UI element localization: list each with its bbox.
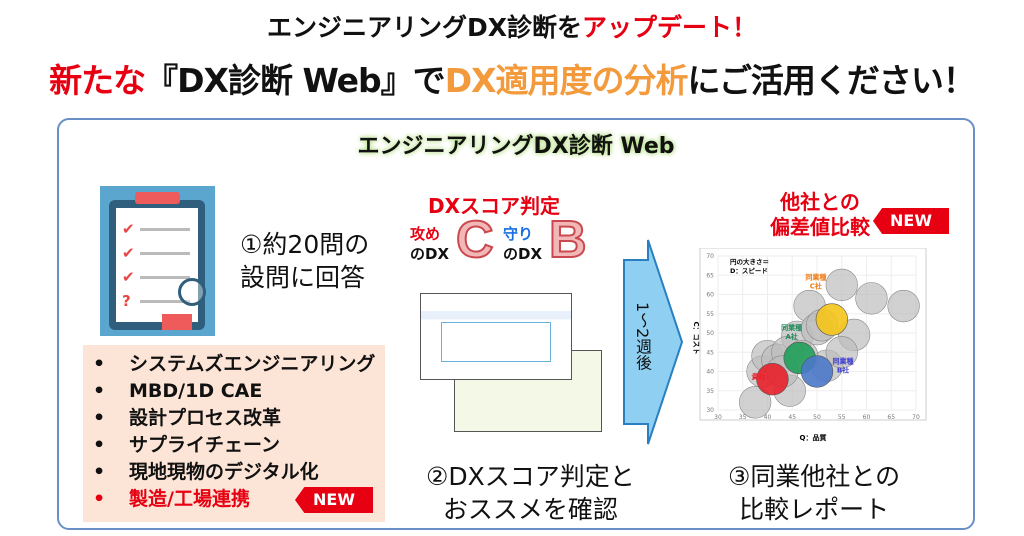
bubble-other bbox=[887, 289, 920, 323]
step3-text: ③同業他社との比較レポート bbox=[728, 460, 900, 526]
headline-cta: にご活用ください！ bbox=[687, 61, 976, 100]
headline-line1: エンジニアリングDX診断をアップデート！ bbox=[0, 8, 1024, 44]
compare-title: 他社との偏差値比較 bbox=[770, 190, 870, 240]
topic-item: MBD/1D CAE bbox=[83, 378, 385, 405]
y-tick-label: 45 bbox=[706, 349, 714, 356]
headline-new: 新たな bbox=[49, 61, 146, 100]
bubble-label: 貴社 bbox=[751, 372, 765, 381]
bubble-label: B社 bbox=[837, 366, 849, 375]
x-tick-label: 40 bbox=[764, 414, 772, 421]
x-tick-label: 55 bbox=[838, 414, 846, 421]
clipboard-icon: ✔ ✔ ✔ ? bbox=[100, 186, 215, 336]
x-tick-label: 35 bbox=[739, 414, 747, 421]
step3-line1: ③同業他社との bbox=[728, 462, 901, 491]
x-tick-label: 50 bbox=[813, 414, 821, 421]
y-tick-label: 50 bbox=[706, 330, 714, 337]
y-tick-label: 35 bbox=[706, 388, 714, 395]
bubble-other bbox=[825, 268, 858, 302]
bubble-貴社 bbox=[756, 363, 789, 396]
x-tick-label: 60 bbox=[863, 414, 871, 421]
y-tick-label: 30 bbox=[706, 407, 714, 414]
topic-item-new: 製造/工場連携 bbox=[83, 486, 385, 513]
bubble-label: 同業種 bbox=[833, 357, 854, 366]
score-title: DXスコア判定 bbox=[428, 194, 561, 218]
offense-grade: C bbox=[455, 210, 495, 270]
topic-item: 設計プロセス改革 bbox=[83, 405, 385, 432]
step1-line2: 設問に回答 bbox=[240, 263, 366, 292]
headline-text: エンジニアリングDX診断を bbox=[266, 13, 582, 42]
topic-item: システムズエンジニアリング bbox=[83, 351, 385, 378]
bubble-label: 同業種 bbox=[805, 273, 826, 282]
x-axis-label: Q：品質 bbox=[800, 433, 827, 442]
size-note: D：スピード bbox=[730, 266, 768, 275]
y-tick-label: 60 bbox=[706, 292, 714, 299]
step1-line1: ①約20問の bbox=[240, 230, 370, 259]
panel-title: エンジニアリングDX診断 Web bbox=[357, 134, 675, 159]
topic-list: システムズエンジニアリング MBD/1D CAE 設計プロセス改革 サプライチェ… bbox=[83, 345, 385, 522]
y-tick-label: 40 bbox=[706, 369, 714, 376]
briefcase-icon bbox=[162, 314, 192, 330]
bubble-other bbox=[825, 336, 858, 369]
dx-text: のDX bbox=[503, 245, 543, 263]
defense-grade: B bbox=[548, 210, 588, 270]
y-tick-label: 55 bbox=[706, 311, 714, 318]
y-tick-label: 70 bbox=[706, 253, 714, 260]
new-badge: NEW bbox=[873, 208, 949, 234]
dx-text: のDX bbox=[410, 245, 450, 263]
x-tick-label: 30 bbox=[714, 414, 722, 421]
step2-text: ②DXスコア判定とおススメを確認 bbox=[426, 460, 635, 526]
bubble-other bbox=[855, 282, 888, 315]
x-tick-label: 65 bbox=[887, 414, 895, 421]
step2-line1: ②DXスコア判定と bbox=[426, 462, 635, 491]
step2-line2: おススメを確認 bbox=[442, 495, 618, 524]
x-tick-label: 45 bbox=[788, 414, 796, 421]
defense-label: 守りのDX bbox=[503, 224, 542, 264]
bubble-同業種B社 bbox=[800, 355, 834, 388]
y-tick-label: 65 bbox=[706, 272, 714, 279]
y-axis-label: C：コスト bbox=[692, 321, 700, 354]
headline-product: 『DX診断 Web』で bbox=[145, 61, 446, 100]
defense-text: 守り bbox=[503, 225, 534, 243]
headline-analysis: DX適用度の分析 bbox=[444, 61, 689, 100]
bubble-同業種C社 bbox=[815, 303, 848, 336]
x-tick-label: 70 bbox=[912, 414, 920, 421]
arrow-text: 1〜2週後 bbox=[633, 302, 652, 371]
headline-line2: 新たな『DX診断 Web』でDX適用度の分析にご活用ください！ bbox=[0, 54, 1024, 102]
step3-line2: 比較レポート bbox=[739, 495, 890, 524]
arrow-icon bbox=[623, 239, 684, 445]
bubble-other bbox=[738, 386, 772, 419]
bubble-chart: 30 35 40 45 50 55 60 65 70 30 35 40 45 50 55 60 65 70 貴社 同業… bbox=[692, 248, 927, 442]
magnifier-icon bbox=[178, 278, 206, 306]
new-badge: NEW bbox=[295, 487, 373, 513]
bubble-label: 同業種 bbox=[781, 323, 802, 332]
step1-text: ①約20問の設問に回答 bbox=[240, 228, 369, 294]
bubble-label: A社 bbox=[785, 332, 797, 341]
bubble-label: C社 bbox=[810, 282, 822, 291]
compare-line2: 偏差値比較 bbox=[770, 215, 870, 239]
report-thumbnail-1 bbox=[420, 293, 572, 380]
compare-line1: 他社との bbox=[780, 190, 860, 214]
headline-highlight: アップデート！ bbox=[582, 13, 758, 42]
size-note: 円の大きさ＝ bbox=[730, 257, 769, 266]
topic-item: サプライチェーン bbox=[83, 432, 385, 459]
offense-label: 攻めのDX bbox=[410, 224, 449, 264]
offense-text: 攻め bbox=[410, 225, 441, 243]
topic-item: 現地現物のデジタル化 bbox=[83, 459, 385, 486]
